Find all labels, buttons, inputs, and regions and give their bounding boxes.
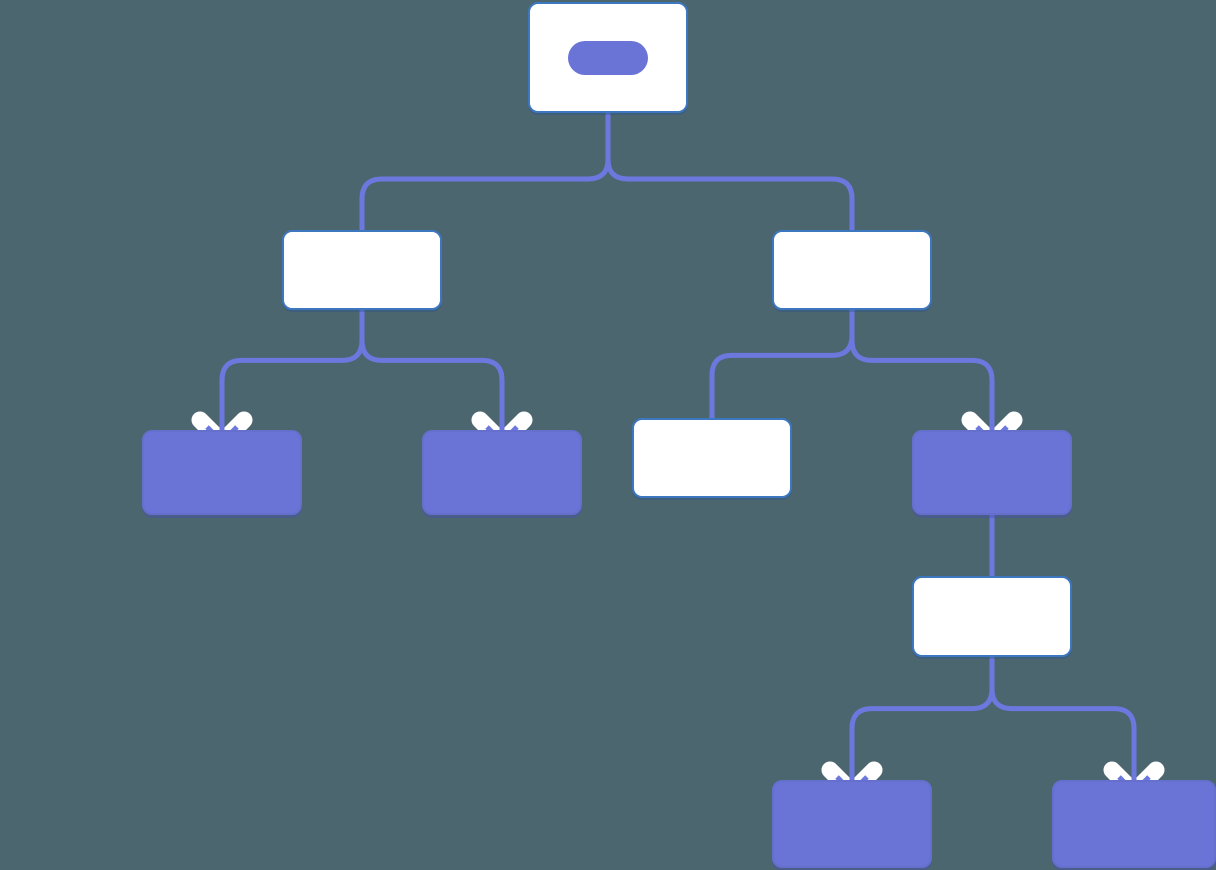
branch-node-left[interactable] — [282, 230, 442, 310]
branch-node-right[interactable] — [772, 230, 932, 310]
node-label-pill — [568, 40, 648, 75]
terminal-node-white[interactable] — [632, 418, 792, 498]
root-node[interactable] — [528, 2, 688, 113]
leaf-node-1[interactable] — [142, 430, 302, 515]
leaf-node-2[interactable] — [422, 430, 582, 515]
leaf-node-4[interactable] — [1052, 780, 1216, 868]
branch-node-lower[interactable] — [912, 576, 1072, 657]
branch-node-purple[interactable] — [912, 430, 1072, 515]
leaf-node-3[interactable] — [772, 780, 932, 868]
